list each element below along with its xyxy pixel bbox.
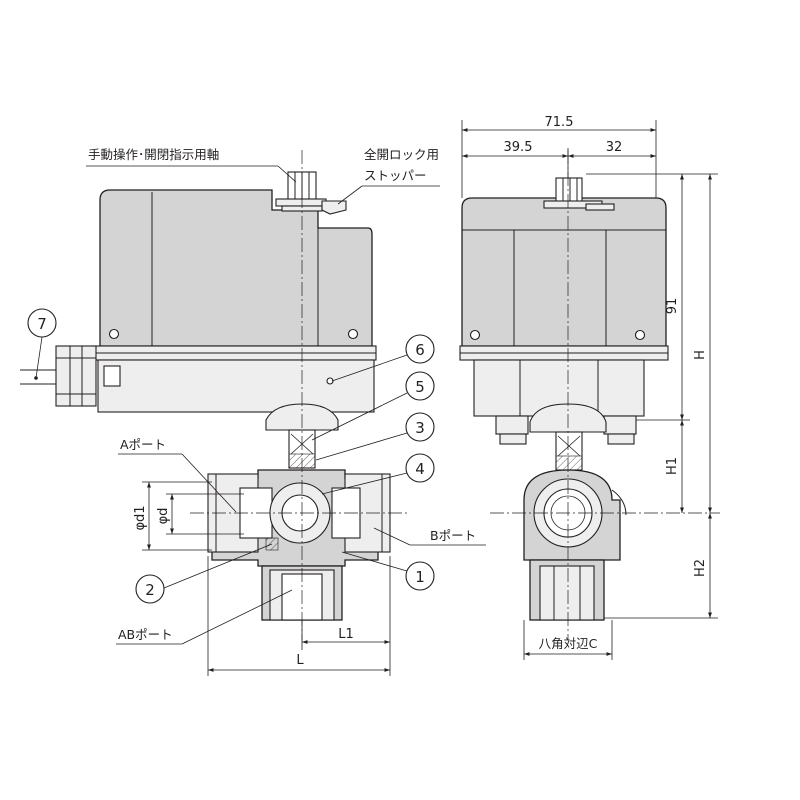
svg-text:1: 1 [415, 568, 425, 586]
screw-icon [634, 329, 646, 341]
diameter-dims: φd1 φd [133, 481, 244, 551]
dim-H: H [693, 350, 708, 360]
screw-icon [347, 328, 359, 340]
dim-phi-d: φd [156, 508, 171, 525]
front-view: φd1 φd L1 L Aポート Bポート ABポート 手動操作･開閉指示用軸 … [20, 147, 486, 676]
dim-left-width: 39.5 [504, 140, 533, 155]
height-dims: 91 H H1 H2 [586, 173, 718, 619]
dim-phi-d1: φd1 [133, 505, 148, 530]
valve-body-front [207, 469, 391, 621]
callout-7: 7 [27, 308, 57, 380]
callout-4: 4 [321, 453, 435, 495]
dim-H2: H2 [693, 559, 708, 577]
lock-stopper [321, 200, 347, 215]
dim-H1: H1 [665, 457, 680, 475]
svg-text:6: 6 [415, 341, 425, 359]
label-hex-width: 八角対辺C [539, 636, 598, 651]
svg-text:3: 3 [415, 419, 425, 437]
callout-1: 1 [341, 551, 435, 591]
callout-2: 2 [135, 543, 273, 604]
dim-actuator-height: 91 [665, 298, 680, 315]
label-lock-stopper-1: 全開ロック用 [364, 147, 439, 162]
manual-shaft-front [275, 171, 347, 215]
actuator-housing-side [459, 197, 669, 417]
label-b-port: Bポート [430, 528, 476, 543]
side-view: 71.5 39.5 32 91 H H1 H2 八角対辺C [459, 115, 720, 660]
cable-gland [20, 345, 97, 407]
callout-3: 3 [315, 412, 435, 461]
mounting-bolts [495, 415, 637, 445]
dim-overall-width: 71.5 [545, 115, 574, 130]
callout-6: 6 [331, 334, 435, 382]
hex-width-dim: 八角対辺C [523, 620, 613, 660]
label-a-port: Aポート [120, 437, 166, 452]
length-dims: L1 L [207, 556, 391, 676]
svg-text:4: 4 [415, 460, 425, 478]
screw-icon [469, 329, 481, 341]
screw-icon [108, 328, 120, 340]
dim-right-width: 32 [606, 140, 623, 155]
callout-5: 5 [311, 371, 435, 441]
manual-shaft-side [543, 177, 615, 211]
label-ab-port: ABポート [118, 627, 173, 642]
valve-body-side [523, 469, 627, 621]
actuator-housing-front [91, 189, 377, 413]
dim-L: L [296, 653, 304, 668]
label-lock-stopper-2: ストッパー [364, 168, 427, 183]
width-dims: 71.5 39.5 32 [461, 115, 657, 198]
svg-text:2: 2 [145, 581, 155, 599]
svg-text:7: 7 [37, 315, 47, 333]
svg-text:5: 5 [415, 378, 425, 396]
label-manual-shaft: 手動操作･開閉指示用軸 [88, 147, 219, 162]
dim-L1: L1 [338, 627, 354, 642]
